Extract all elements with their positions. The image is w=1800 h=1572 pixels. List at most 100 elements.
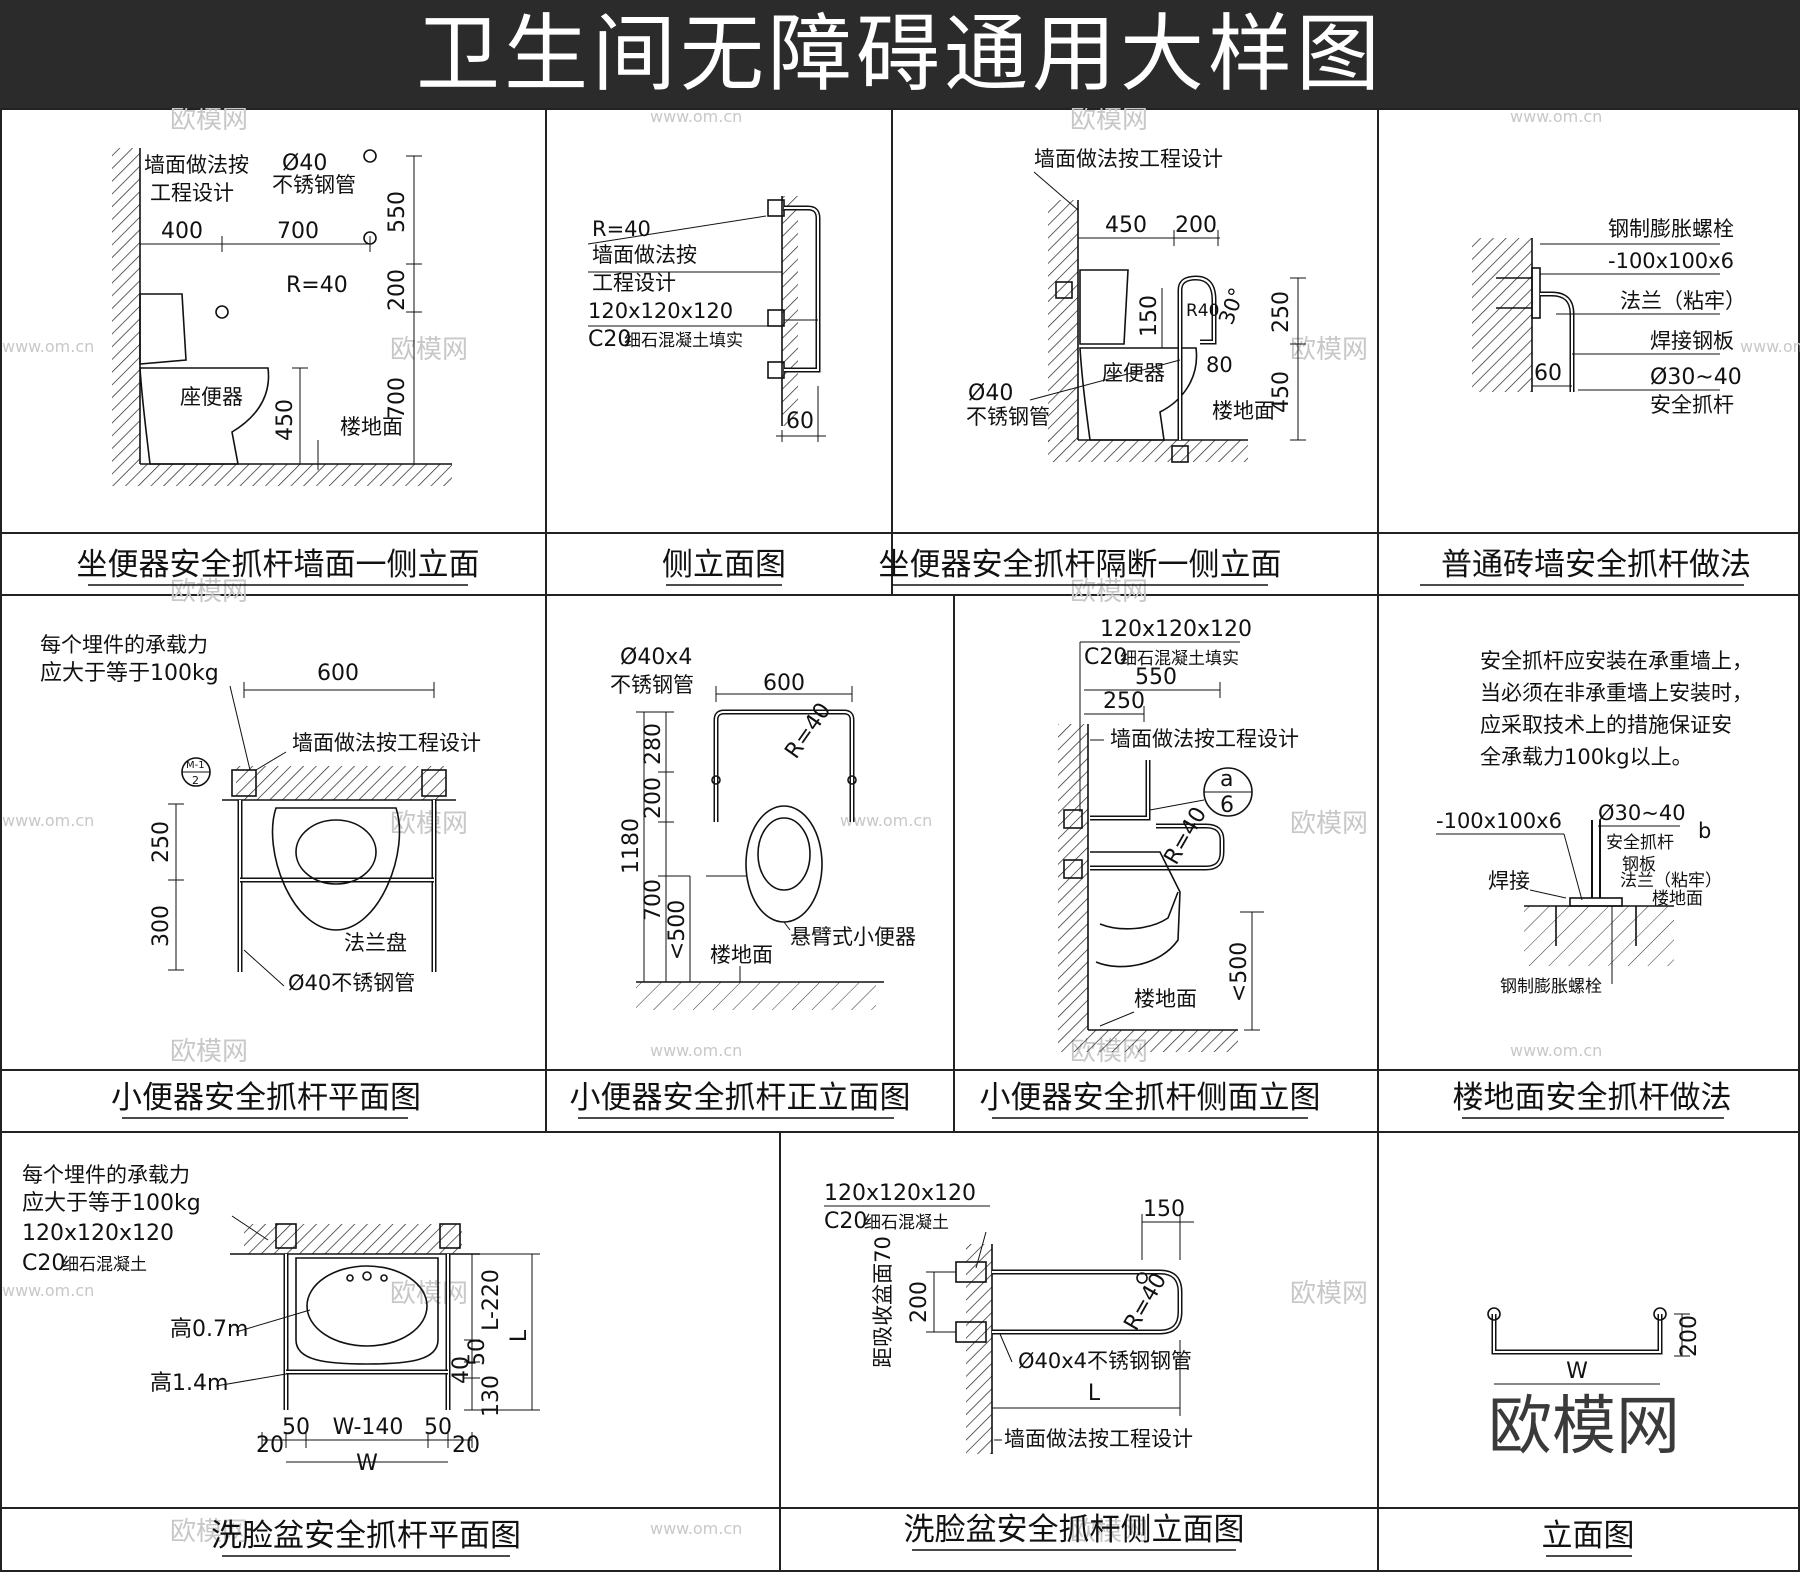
dim-p3-250: 250: [1269, 291, 1294, 333]
dim-p1-200: 200: [385, 269, 410, 311]
watermark-brand: 欧模网: [390, 809, 468, 839]
dim-p6-700: 700: [641, 879, 666, 921]
dim-p9-50b: 50: [424, 1415, 452, 1440]
dim-p9-l220: L-220: [479, 1269, 504, 1331]
caption-p10: 洗脸盆安全抓杆侧立面图: [904, 1512, 1245, 1548]
caption-p1: 坐便器安全抓杆墙面一侧立面: [77, 547, 480, 583]
label-p3-toilet: 座便器: [1102, 361, 1165, 385]
label-p7-ref1: a: [1220, 767, 1233, 792]
label-p8-floor: 楼地面: [1652, 889, 1703, 909]
dim-p7-550: 550: [1135, 665, 1177, 690]
label-p10-dist: 距吸收盆面70: [871, 1236, 895, 1368]
label-p10-radius: R=40: [1120, 1269, 1173, 1335]
watermark-brand: 欧模网: [1070, 108, 1148, 135]
watermark-url: www.om.cn: [2, 1281, 94, 1300]
panel-11-drawing: 200 W 欧模网: [1487, 1307, 1702, 1464]
watermark-brand: 欧模网: [170, 1517, 248, 1547]
caption-p8: 楼地面安全抓杆做法: [1453, 1080, 1732, 1116]
watermark-url: www.om.cn: [2, 337, 94, 356]
label-p5-flange: 法兰盘: [344, 931, 407, 955]
label-p1-pipe-d: Ø40: [282, 151, 327, 176]
watermark-url: www.om.cn: [2, 811, 94, 830]
label-p2-radius: R=40: [592, 217, 651, 241]
label-p10-concrete-g: C20: [824, 1209, 867, 1234]
dim-p9-40: 40: [449, 1356, 474, 1384]
label-p7-block: 120x120x120: [1100, 617, 1252, 642]
label-p10-wall: 墙面做法按工程设计: [1004, 1427, 1193, 1451]
watermark-url: www.om.cn: [650, 108, 742, 126]
panel-9-drawing: 每个埋件的承载力 应大于等于100kg 120x120x120 C20 细石混凝…: [22, 1163, 540, 1476]
label-p9-load2: 应大于等于100kg: [22, 1191, 201, 1216]
dim-p10-150: 150: [1143, 1197, 1185, 1222]
label-p2-wall2: 工程设计: [592, 271, 676, 295]
dim-p5-300: 300: [149, 905, 174, 947]
dim-p11-200: 200: [1677, 1315, 1702, 1357]
dim-p6-1180: 1180: [619, 818, 644, 874]
dim-p4-60: 60: [1534, 361, 1562, 386]
note-p8-line3: 应采取技术上的措施保证安: [1480, 713, 1732, 737]
caption-p7: 小便器安全抓杆侧面立图: [980, 1080, 1321, 1116]
note-p8-line2: 当必须在非承重墙上安装时，: [1480, 681, 1753, 705]
label-p6-pipe-d: Ø40x4: [620, 645, 692, 670]
label-p9-block: 120x120x120: [22, 1221, 174, 1246]
watermark-brand: 欧模网: [1290, 335, 1368, 365]
label-p6-radius: R=40: [780, 699, 836, 764]
dim-p9-W: W: [356, 1451, 378, 1476]
note-p8-line1: 安全抓杆应安装在承重墙上，: [1480, 649, 1753, 673]
caption-p11: 立面图: [1542, 1518, 1635, 1554]
label-p8-bar-d: Ø30~40: [1598, 801, 1686, 825]
panel-3-drawing: 450 200 250 450 150 R40 30° 80 墙面做法按工程设计…: [966, 147, 1306, 463]
watermark-url: www.om.cn: [1510, 1041, 1602, 1060]
label-p5-load1: 每个埋件的承载力: [40, 633, 208, 657]
title-bar: [0, 0, 1800, 108]
dim-p7-500: <500: [1227, 942, 1252, 1002]
label-p3-80: 80: [1206, 353, 1233, 377]
caption-p5: 小便器安全抓杆平面图: [111, 1080, 421, 1116]
dim-p3-150: 150: [1137, 295, 1162, 337]
dim-p9-w140: W-140: [333, 1415, 404, 1440]
label-p9-concrete-g: C20: [22, 1251, 65, 1276]
captions: 坐便器安全抓杆墙面一侧立面 侧立面图 坐便器安全抓杆隔断一侧立面 普通砖墙安全抓…: [77, 547, 1751, 1557]
dim-p6-280: 280: [641, 723, 666, 765]
panel-8-drawing: 安全抓杆应安装在承重墙上， 当必须在非承重墙上安装时， 应采取技术上的措施保证安…: [1436, 649, 1753, 997]
label-p1-radius: R=40: [286, 273, 348, 298]
label-p3-pipe-mat: 不锈钢管: [966, 405, 1050, 429]
dim-p10-L: L: [1088, 1381, 1101, 1406]
watermark-brand: 欧模网: [170, 1037, 248, 1067]
label-p8-steel: 钢板: [1622, 855, 1656, 875]
label-p4-flange: 法兰（粘牢）: [1620, 289, 1746, 313]
label-p3-angle: 30°: [1214, 285, 1249, 328]
label-p10-pipe: Ø40x4不锈钢钢管: [1018, 1349, 1192, 1373]
watermarks: 欧模网 www.om.cn 欧模网 www.om.cn www.om.cn 欧模…: [2, 108, 1800, 1547]
dim-p6-200: 200: [641, 777, 666, 819]
dim-p9-20b: 20: [452, 1433, 480, 1458]
dim-p3-450v: 450: [1269, 371, 1294, 413]
label-p9-load1: 每个埋件的承载力: [22, 1163, 190, 1187]
note-p8-line4: 全承载力100kg以上。: [1480, 745, 1693, 769]
watermark-url: www.om.cn: [650, 1519, 742, 1538]
watermark-brand: 欧模网: [1290, 809, 1368, 839]
drawing-sheet: 欧模网 www.om.cn 欧模网 www.om.cn www.om.cn 欧模…: [0, 108, 1800, 1572]
label-p4-plate: -100x100x6: [1608, 249, 1734, 273]
panel-2-drawing: 60 R=40 墙面做法按 工程设计 120x120x120 C20 细石混凝土…: [587, 196, 826, 442]
label-p8-bolt: 钢制膨胀螺栓: [1500, 977, 1602, 997]
watermark-url: www.om.cn: [1510, 108, 1602, 126]
dim-p5-250: 250: [149, 821, 174, 863]
dim-p9-50a: 50: [282, 1415, 310, 1440]
watermark-brand: 欧模网: [1290, 1279, 1368, 1309]
panel-grid: [0, 108, 1800, 1572]
page-title: 卫生间无障碍通用大样图: [415, 5, 1384, 103]
watermark-brand: 欧模网: [170, 577, 248, 607]
label-p8-b: b: [1698, 819, 1711, 843]
caption-p4: 普通砖墙安全抓杆做法: [1441, 547, 1751, 583]
label-p5-wall: 墙面做法按工程设计: [292, 731, 481, 755]
label-p3-floor: 楼地面: [1212, 399, 1275, 423]
label-p4-bar-d: Ø30~40: [1650, 365, 1742, 390]
dim-p11-W: W: [1566, 1359, 1588, 1384]
dim-p9-L: L: [507, 1329, 532, 1342]
label-p3-pipe-d: Ø40: [968, 381, 1013, 406]
dim-p5-600: 600: [317, 661, 359, 686]
panel-10-drawing: 120x120x120 C20 细石混凝土 R=40 150 200 距吸收盆面…: [824, 1181, 1194, 1454]
dim-p9-20a: 20: [256, 1433, 284, 1458]
dim-p3-450: 450: [1105, 213, 1147, 238]
